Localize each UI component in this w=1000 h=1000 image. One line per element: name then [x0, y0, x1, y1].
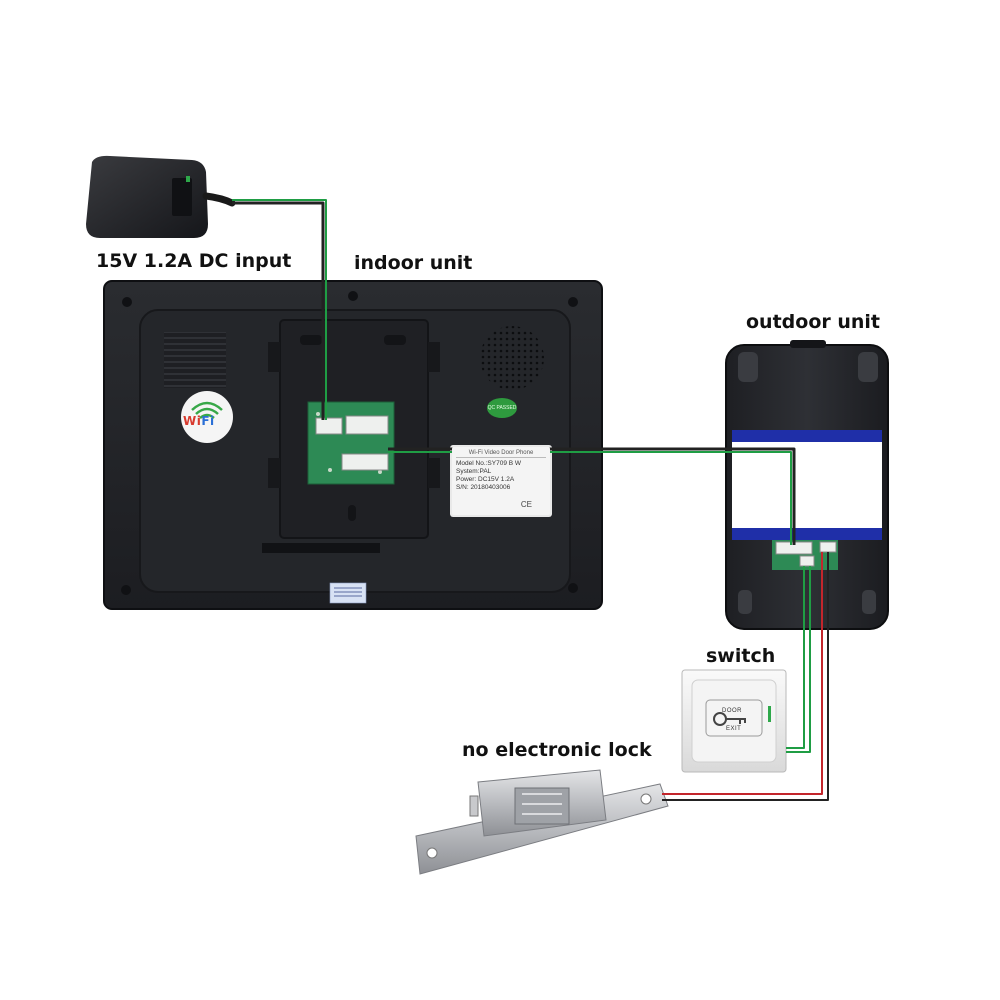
wire-power-black	[232, 201, 325, 420]
connector-outdoor	[345, 415, 389, 435]
speaker-grill	[480, 326, 544, 390]
certification-marks: CE	[520, 500, 532, 509]
passed-sticker: QC PASSED	[487, 398, 517, 418]
switch-door-text: DOOR	[722, 708, 742, 714]
wifi-logo	[181, 391, 233, 443]
wifi-logo-text: WiFi	[183, 414, 215, 428]
label-sticker-line: S/N: 20180403006	[456, 484, 511, 491]
connector-power	[315, 417, 343, 435]
wire-power-green	[232, 199, 327, 420]
outdoor-unit	[725, 340, 889, 630]
connector-extra	[341, 453, 389, 471]
label-sticker-title: Wi-Fi Video Door Phone	[456, 449, 546, 458]
indoor-unit	[103, 280, 603, 610]
screw	[568, 583, 578, 593]
label-sticker-line: System:PAL	[456, 468, 492, 475]
exit-switch	[681, 669, 787, 773]
outdoor-connector-switch	[799, 555, 815, 567]
switch-led	[768, 706, 771, 722]
barcode-sticker	[329, 582, 367, 604]
screw	[348, 291, 358, 301]
white-label-area	[732, 442, 882, 528]
outdoor-connector-lock	[819, 541, 837, 553]
wire-lock-red	[662, 552, 823, 795]
switch-exit-text: EXIT	[726, 726, 742, 732]
switch-label: switch	[706, 645, 776, 667]
lock-label: no electronic lock	[462, 739, 652, 761]
label-sticker-line: Model No.:SY709 B W	[456, 460, 522, 467]
power-label: 15V 1.2A DC input	[96, 250, 292, 272]
adapter-led	[186, 176, 190, 182]
label-sticker-line: Power: DC15V 1.2A	[456, 476, 515, 483]
label-sticker: Wi-Fi Video Door Phone Model No.:SY709 B…	[452, 447, 550, 515]
bottom-slot	[262, 543, 380, 553]
power-adapter	[86, 155, 236, 238]
outdoor-unit-label: outdoor unit	[746, 311, 881, 333]
wire-lock-black	[662, 552, 829, 801]
wire-switch-green-1	[786, 566, 805, 749]
vent-grill	[164, 332, 226, 388]
indoor-unit-label: indoor unit	[354, 252, 473, 274]
switch-button	[691, 679, 777, 763]
electronic-lock	[415, 769, 669, 875]
adapter-cable	[202, 192, 236, 207]
adapter-plug-slot	[172, 178, 192, 216]
screw	[568, 297, 578, 307]
wire-switch-green-2	[786, 566, 811, 753]
screw	[121, 585, 131, 595]
screw	[122, 297, 132, 307]
